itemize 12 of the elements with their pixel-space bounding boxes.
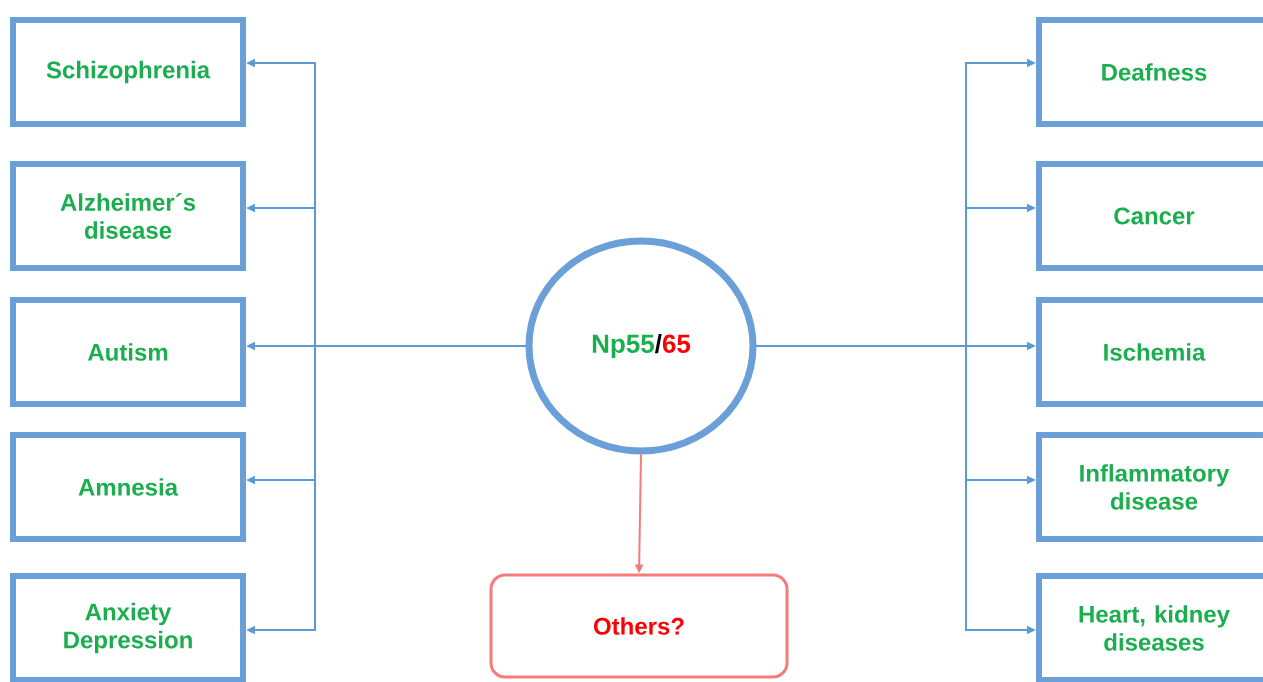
disease-box: Deafness xyxy=(1036,17,1263,127)
disease-box: Amnesia xyxy=(10,432,246,542)
disease-box: Heart, kidney diseases xyxy=(1036,573,1263,682)
disease-box: Alzheimer´s disease xyxy=(10,161,246,271)
disease-box: Inflammatory disease xyxy=(1036,432,1263,542)
disease-box: Schizophrenia xyxy=(10,17,246,127)
disease-box: Ischemia xyxy=(1036,297,1263,407)
disease-box: Autism xyxy=(10,297,246,407)
rounded-box: Others? xyxy=(489,573,789,679)
disease-box: Anxiety Depression xyxy=(10,573,246,682)
circle-node: Np55/65 xyxy=(525,237,757,455)
disease-box: Cancer xyxy=(1036,161,1263,271)
